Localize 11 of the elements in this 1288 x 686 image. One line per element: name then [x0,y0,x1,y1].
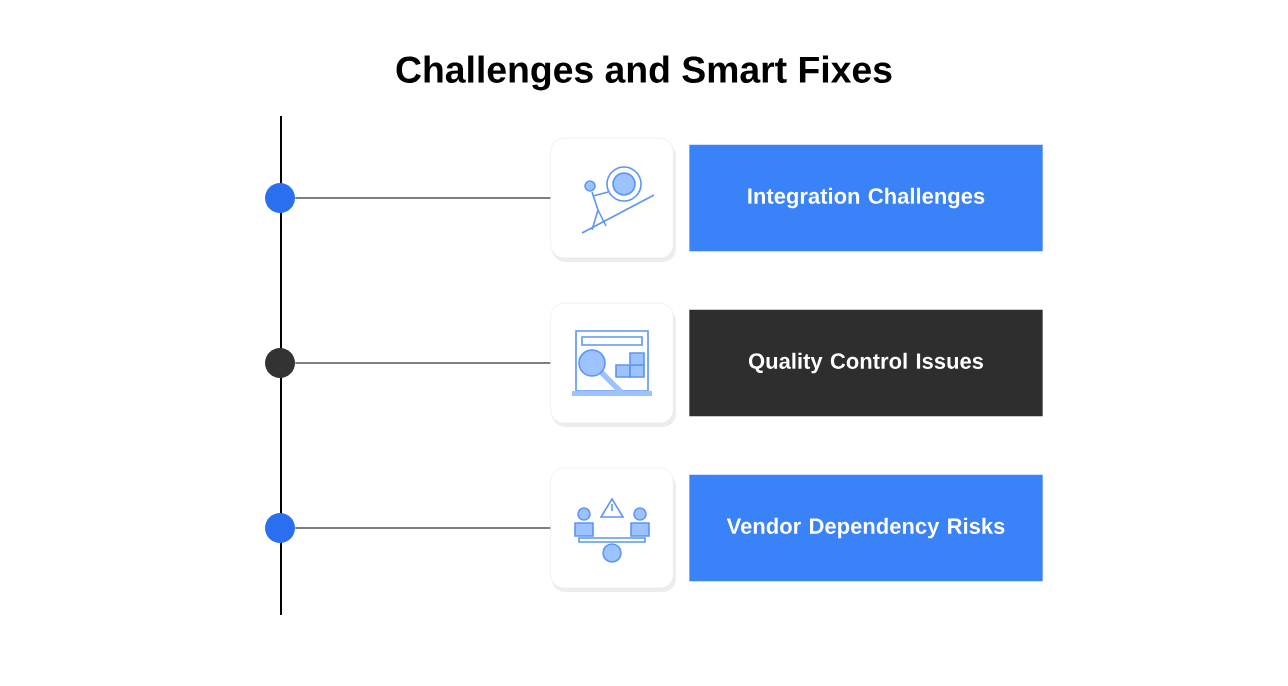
icon-card [550,137,674,259]
connector-line [294,527,551,529]
connector-line [294,362,551,364]
title: Challenges and Smart Fixes [396,55,892,91]
connector-line [294,197,551,199]
timeline-dot [265,183,295,213]
timeline-dot [265,513,295,543]
challenge-banner: Quality Control Issues [689,309,1043,417]
challenge-banner: Integration Challenges [689,144,1043,252]
timeline-dot [265,348,295,378]
challenge-banner: Vendor Dependency Risks [689,474,1043,582]
